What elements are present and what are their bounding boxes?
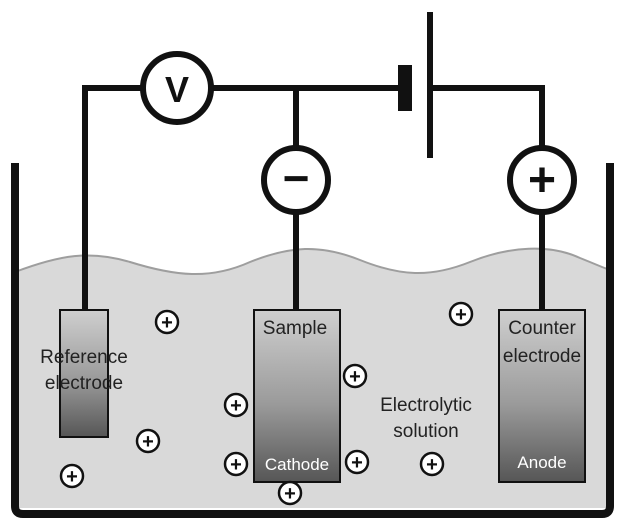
cation-icon: +	[154, 309, 180, 335]
svg-text:+: +	[426, 454, 438, 476]
svg-text:+: +	[284, 483, 296, 505]
electrolyte-label-line1: Electrolytic	[380, 395, 472, 416]
circuit-wires	[82, 85, 545, 318]
cathode-label: Cathode	[265, 455, 329, 474]
negative-terminal: −	[261, 145, 331, 215]
reference-electrode	[59, 309, 109, 438]
cation-icon: +	[223, 451, 249, 477]
svg-text:+: +	[351, 452, 363, 474]
counter-label-line1: Counter	[508, 318, 576, 339]
cation-icon: +	[344, 449, 370, 475]
anode-label: Anode	[517, 453, 566, 472]
beaker-container	[11, 163, 614, 518]
voltmeter-symbol: V	[165, 69, 189, 110]
svg-text:+: +	[161, 312, 173, 334]
svg-text:+: +	[230, 454, 242, 476]
svg-text:+: +	[230, 395, 242, 417]
svg-text:+: +	[142, 431, 154, 453]
svg-text:+: +	[455, 304, 467, 326]
cation-icon: +	[342, 363, 368, 389]
battery-positive-plate	[427, 12, 433, 158]
solution-surface	[14, 247, 611, 275]
svg-text:+: +	[66, 466, 78, 488]
sample-label: Sample	[263, 318, 327, 339]
plus-symbol: +	[528, 154, 556, 207]
battery	[398, 12, 433, 158]
svg-text:+: +	[349, 366, 361, 388]
cation-icon: +	[419, 451, 445, 477]
cations: + + + + + + + +	[59, 301, 474, 506]
cation-icon: +	[223, 392, 249, 418]
voltmeter: V	[140, 51, 214, 125]
reference-label-line2: electrode	[45, 373, 123, 394]
battery-negative-plate	[398, 65, 412, 111]
sample-cathode-electrode	[253, 309, 341, 483]
minus-symbol: −	[283, 152, 310, 204]
cation-icon: +	[277, 480, 303, 506]
counter-anode-electrode	[498, 309, 586, 483]
electrolyte-label-line2: solution	[393, 421, 459, 442]
positive-terminal: +	[507, 145, 577, 215]
cation-icon: +	[448, 301, 474, 327]
counter-label-line2: electrode	[503, 346, 581, 367]
reference-label-line1: Reference	[40, 347, 128, 368]
cation-icon: +	[135, 428, 161, 454]
cation-icon: +	[59, 463, 85, 489]
